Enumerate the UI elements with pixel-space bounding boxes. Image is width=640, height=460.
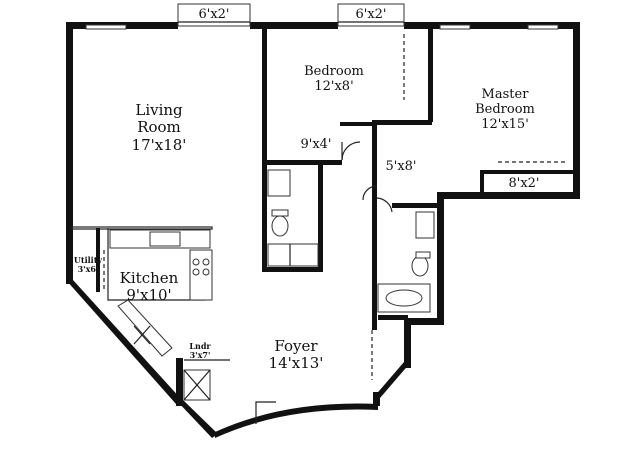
laundry-fixtures	[183, 359, 230, 401]
living-room-name-line2: Room	[137, 118, 181, 137]
laundry-name: Lndr	[189, 341, 211, 351]
utility-label: Utility 3'x6'	[73, 255, 103, 275]
balcony-right-label: 6'x2'	[355, 7, 387, 22]
kitchen-name: Kitchen	[119, 269, 179, 287]
doors	[255, 141, 393, 424]
kitchen-cabinets	[96, 228, 213, 357]
exterior-walls	[66, 22, 580, 438]
kitchen-size: 9'x10'	[126, 286, 172, 305]
balcony-left-label: 6'x2'	[198, 7, 230, 22]
laundry-label: Lndr 3'x7'	[189, 341, 211, 361]
utility-size: 3'x6'	[77, 264, 99, 275]
bathroom-1-fixtures	[267, 169, 319, 267]
master-bedroom-size: 12'x15'	[481, 116, 529, 132]
closet-9x4-label: 9'x4'	[300, 137, 332, 152]
windows	[85, 3, 559, 30]
kitchen-label: Kitchen 9'x10'	[119, 269, 179, 305]
bedroom-label: Bedroom 12'x8'	[304, 64, 364, 95]
bedroom-name: Bedroom	[304, 64, 364, 79]
foyer-size: 14'x13'	[268, 354, 324, 373]
laundry-size: 3'x7'	[189, 350, 211, 361]
living-room-size: 17'x18'	[131, 135, 187, 154]
closet-doors	[103, 34, 566, 380]
foyer-label: Foyer 14'x13'	[268, 337, 324, 373]
master-bedroom-name-line2: Bedroom	[475, 101, 535, 117]
master-bedroom-name-line1: Master	[481, 87, 529, 102]
interior-walls	[71, 28, 576, 330]
closet-8x2-label: 8'x2'	[508, 176, 540, 191]
closet-5x8-label: 5'x8'	[385, 159, 417, 174]
living-room-name-line1: Living	[135, 101, 183, 119]
bedroom-size: 12'x8'	[314, 78, 354, 94]
master-bedroom-label: Master Bedroom 12'x15'	[475, 87, 535, 133]
living-room-label: Living Room 17'x18'	[131, 101, 187, 154]
foyer-name: Foyer	[274, 337, 318, 355]
utility-name: Utility	[73, 255, 103, 265]
bathroom-2-fixtures	[377, 211, 435, 313]
